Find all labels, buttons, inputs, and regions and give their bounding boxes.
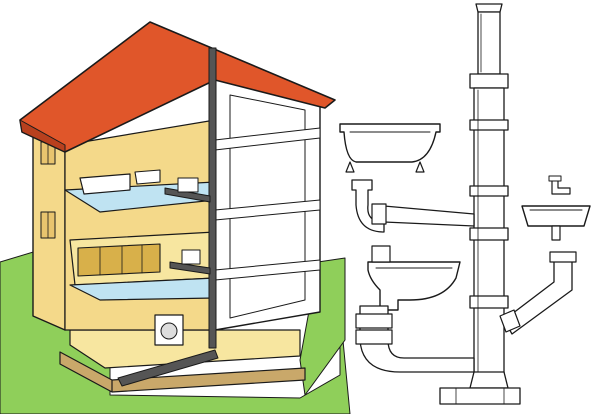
washbasin-icon (521, 175, 591, 241)
drain-stack-schematic (339, 3, 591, 405)
house-branch-mid (169, 261, 211, 275)
bathtub-icon (339, 123, 441, 173)
kitchen-cabinet (77, 243, 161, 277)
main-stack-collar-5 (469, 295, 509, 309)
main-stack-vent-cap (475, 3, 503, 13)
bathtub-branch-pipe (383, 205, 475, 227)
faucet-icon (551, 179, 571, 195)
toilet-drain-pipe (359, 305, 475, 373)
grass-right (299, 257, 346, 396)
main-stack-collar-2 (469, 119, 509, 131)
roof-edge (19, 119, 66, 153)
main-stack-outlet (469, 371, 509, 389)
house-branch-upper (164, 187, 211, 203)
house-sewer-outlet (117, 349, 219, 387)
main-stack-collar-1 (469, 73, 509, 89)
washing-machine-icon (154, 314, 184, 346)
main-stack-collar-4 (469, 227, 509, 241)
main-stack-collar-3 (469, 185, 509, 197)
toilet-icon (367, 245, 461, 311)
house-cutaway (0, 21, 351, 414)
house-sink-icon (134, 169, 161, 185)
house-bathtub-icon (79, 173, 131, 195)
